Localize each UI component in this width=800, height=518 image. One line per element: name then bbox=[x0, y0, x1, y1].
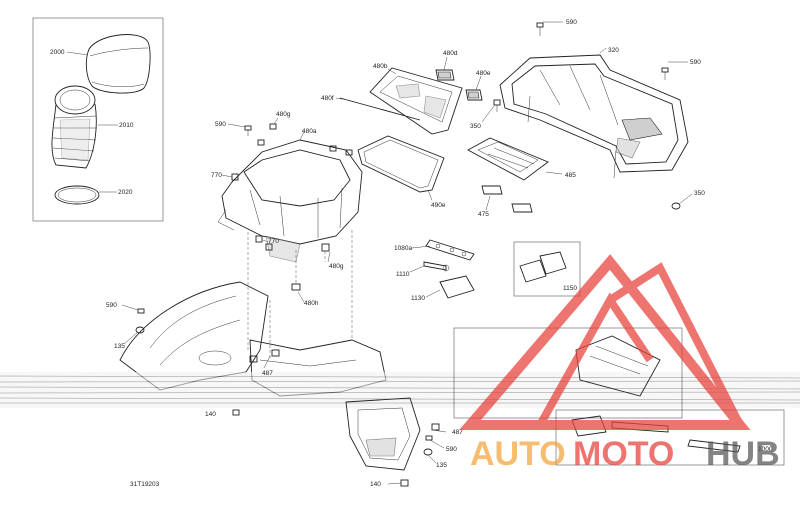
bolt-590-top bbox=[536, 22, 544, 36]
callout-480h: 480h bbox=[304, 300, 319, 307]
lower-storage-frame bbox=[453, 327, 785, 466]
part-480a-storage-bin bbox=[217, 139, 363, 263]
part-480g-fastener bbox=[257, 123, 353, 156]
clip-487-low bbox=[431, 423, 440, 431]
part-490e-gasket bbox=[357, 135, 445, 193]
callout-490e: 490e bbox=[431, 202, 446, 209]
watermark-brand-hub: HUB bbox=[706, 435, 780, 473]
part-480h-clip bbox=[291, 283, 301, 291]
part-1110-wrench bbox=[423, 261, 450, 272]
part-2020-clamp bbox=[54, 185, 100, 205]
bolt-590-bottom bbox=[425, 435, 433, 441]
callout-770-mid: 770 bbox=[268, 238, 279, 245]
callout-487-low: 487 bbox=[452, 429, 463, 436]
callout-590-left: 590 bbox=[215, 121, 226, 128]
callout-1130: 1130 bbox=[411, 295, 425, 302]
callout-590-right: 590 bbox=[690, 59, 701, 66]
bolt-590-right bbox=[661, 67, 669, 80]
bolt-590-lower bbox=[137, 308, 145, 314]
watermark-brand-moto: MOTO bbox=[573, 435, 674, 473]
callout-2000: 2000 bbox=[50, 49, 65, 56]
scan-noise-band bbox=[0, 372, 800, 408]
part-320-rear-rack bbox=[499, 54, 689, 179]
callout-480b: 480b bbox=[373, 63, 388, 70]
watermark-logo: AUTO MOTO HUB bbox=[459, 254, 780, 473]
clip-140-mid bbox=[232, 409, 240, 416]
bolt-350-right bbox=[671, 202, 681, 210]
callout-1150: 1150 bbox=[563, 285, 577, 292]
callout-590-lower: 590 bbox=[106, 302, 117, 309]
callout-770-top: 770 bbox=[211, 172, 222, 179]
part-480d-latch bbox=[435, 69, 455, 81]
part-1080a-tool bbox=[425, 239, 475, 261]
clip-140-bottom bbox=[400, 479, 409, 487]
watermark-peak-right bbox=[607, 262, 744, 427]
part-lower-bin bbox=[345, 397, 421, 471]
watermark-triangle-outer bbox=[459, 254, 751, 430]
part-475-pads bbox=[481, 185, 533, 213]
callout-480d: 480d bbox=[443, 50, 458, 57]
callout-2020: 2020 bbox=[118, 189, 133, 196]
clip-770-mid bbox=[255, 235, 273, 251]
callout-1080a: 1080a bbox=[394, 245, 412, 252]
part-2000-cushion bbox=[85, 34, 151, 94]
callout-480a: 480a bbox=[302, 128, 317, 135]
callout-135-left: 135 bbox=[114, 343, 125, 350]
part-480f-strip bbox=[339, 97, 421, 121]
callout-1000: 1000 bbox=[758, 446, 773, 453]
callout-140-bottom: 140 bbox=[370, 481, 381, 488]
part-480e-hinge bbox=[465, 89, 483, 101]
callout-480g-low: 480g bbox=[329, 263, 344, 270]
inset-seat-parts bbox=[32, 17, 164, 222]
diagram-code: 31T19203 bbox=[130, 481, 160, 488]
part-485-tray bbox=[467, 137, 549, 181]
clip-135-bottom bbox=[423, 448, 433, 456]
callout-480e: 480e bbox=[476, 70, 491, 77]
callout-140-mid: 140 bbox=[205, 411, 216, 418]
clip-487-mid bbox=[249, 349, 280, 363]
part-2010-bellows bbox=[51, 85, 97, 169]
callout-480f: 480f bbox=[321, 95, 334, 102]
part-1130-pouch bbox=[439, 275, 475, 299]
callout-2010: 2010 bbox=[119, 122, 134, 129]
callout-1110: 1110 bbox=[396, 271, 410, 278]
part-480b-lid bbox=[369, 67, 463, 135]
callout-485: 485 bbox=[565, 172, 576, 179]
callout-590-bottom: 590 bbox=[446, 446, 457, 453]
callout-320: 320 bbox=[608, 47, 619, 54]
bolt-350-mid bbox=[493, 99, 501, 112]
callout-350-mid: 350 bbox=[470, 123, 481, 130]
clip-135-left bbox=[135, 326, 145, 334]
callout-350-right: 350 bbox=[694, 190, 705, 197]
callout-475: 475 bbox=[478, 211, 489, 218]
part-480g-low bbox=[321, 243, 330, 262]
bolt-590-left bbox=[244, 125, 252, 136]
part-1150-manuals bbox=[513, 241, 581, 297]
callout-487-mid: 487 bbox=[262, 370, 273, 377]
callout-135-bottom: 135 bbox=[436, 462, 447, 469]
callout-590-top: 590 bbox=[566, 19, 577, 26]
watermark-brand-auto: AUTO bbox=[470, 435, 566, 473]
callout-480g: 480g bbox=[276, 111, 291, 118]
